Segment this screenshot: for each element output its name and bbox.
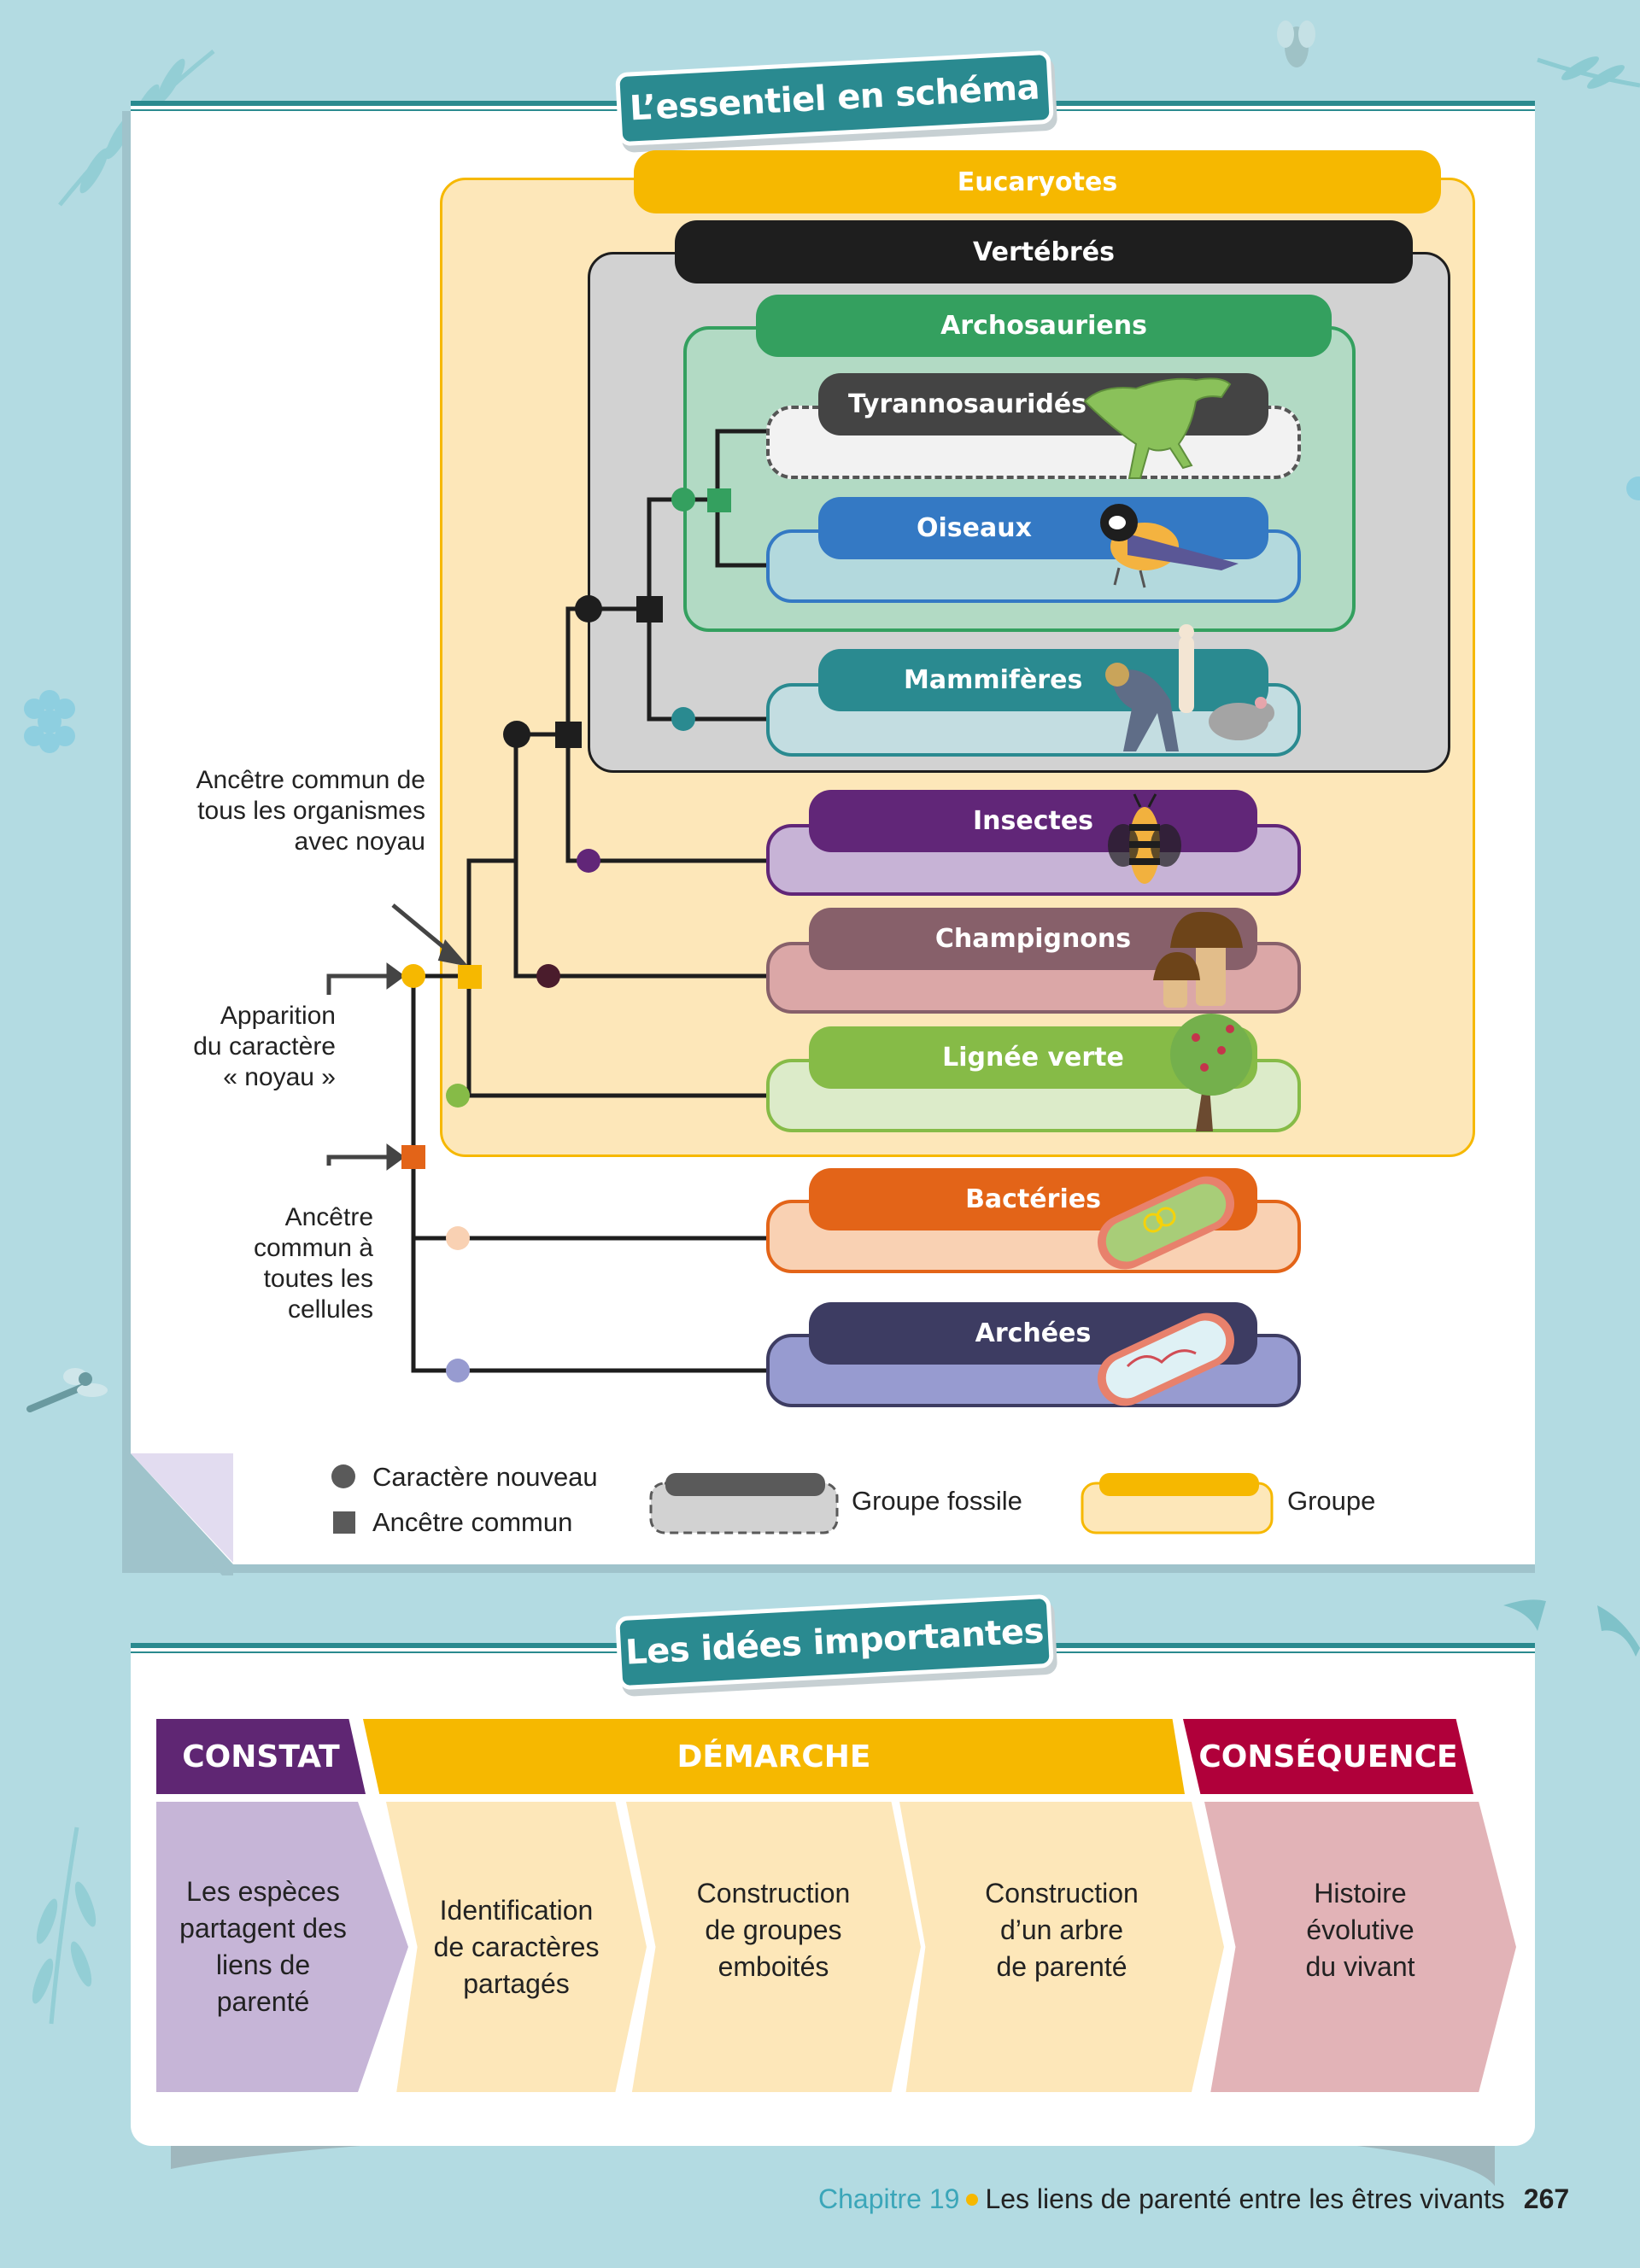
footer-chapter: Chapitre 19	[818, 2183, 960, 2214]
bird-icon	[1100, 504, 1239, 588]
bee-icon	[1108, 793, 1181, 884]
step-line: d’un arbre	[999, 1914, 1124, 1945]
legend-group-pill	[1099, 1473, 1259, 1496]
footer-bullet-icon	[966, 2193, 979, 2206]
arrow-head-icon	[437, 939, 469, 967]
character-node-mammiferes	[671, 707, 695, 731]
annotation-nucleus-appearance: Apparition du caractère « noyau »	[137, 1001, 336, 1093]
ancestor-node-animals	[555, 722, 582, 748]
ancestor-node-archosauriens	[707, 488, 731, 512]
legend-fossil-group: Groupe fossile	[852, 1486, 1022, 1516]
annotation-line: toutes les	[263, 1265, 373, 1293]
legend-square-icon	[333, 1511, 355, 1534]
step-line: partagés	[463, 1967, 570, 1999]
step-line: emboités	[718, 1950, 829, 1982]
character-node-champignons	[536, 964, 560, 988]
annotation-line: tous les organismes	[197, 797, 425, 825]
step-line: évolutive	[1306, 1914, 1414, 1945]
legend-circle-icon	[331, 1464, 355, 1488]
step-line: du vivant	[1305, 1950, 1415, 1982]
annotation-line: avec noyau	[294, 827, 425, 856]
flower-icon	[24, 690, 75, 753]
step-groupes: Construction de groupes emboités	[626, 1802, 921, 2092]
legend-common-ancestor: Ancêtre commun	[372, 1507, 573, 1537]
fern-bottom-icon	[32, 1827, 97, 2025]
group-label-vertebres: Vertébrés	[675, 220, 1413, 284]
dragonfly-icon	[26, 1368, 108, 1412]
step-line: de groupes	[705, 1914, 842, 1945]
fern-right-icon	[1537, 56, 1640, 89]
mammals-icon	[1105, 624, 1274, 751]
step-line: Construction	[696, 1877, 851, 1909]
legend-group: Groupe	[1287, 1486, 1376, 1516]
step-line: de parenté	[996, 1950, 1128, 1982]
step-arbre: Construction d’un arbre de parenté	[899, 1802, 1224, 2092]
group-label-archosauriens: Archosauriens	[756, 295, 1332, 357]
annotation-line: cellules	[287, 1295, 373, 1324]
character-node-insectes	[577, 849, 600, 873]
page-footer: Chapitre 19 Les liens de parenté entre l…	[818, 2183, 1569, 2215]
dinosaur-icon	[1083, 377, 1232, 479]
legend-fossil-pill	[665, 1473, 825, 1496]
bee-decoration-icon	[1277, 20, 1315, 67]
annotation-line: « noyau »	[223, 1063, 336, 1091]
step-identification: Identification de caractères partagés	[386, 1802, 647, 2092]
legend-new-character: Caractère nouveau	[372, 1462, 598, 1492]
character-node-noyau	[401, 964, 425, 988]
annotation-line: Ancêtre	[284, 1203, 373, 1231]
annotation-ancestor-nucleus: Ancêtre commun de tous les organismes av…	[145, 765, 425, 857]
header-consequence: CONSÉQUENCE	[1183, 1719, 1473, 1794]
group-label-eucaryotes: Eucaryotes	[634, 150, 1441, 213]
step-line: Identification	[439, 1894, 594, 1926]
archaea-icon	[1097, 1312, 1235, 1406]
character-node-lignee-verte	[446, 1084, 470, 1108]
page-number: 267	[1523, 2183, 1570, 2214]
step-line: liens de	[215, 1949, 311, 1980]
arrow-head-icon	[386, 1143, 406, 1171]
character-node-archosauriens	[671, 488, 695, 511]
ancestor-node-vertebres	[636, 596, 663, 623]
swallow-icon	[1503, 1599, 1640, 1657]
ancestor-node-eucaryotes	[458, 965, 482, 989]
annotation-line: commun à	[253, 1234, 373, 1262]
character-node-animals	[503, 721, 530, 748]
taxon-label-oiseaux: Oiseaux	[818, 497, 1268, 559]
annotation-line: du caractère	[193, 1032, 336, 1061]
character-node-vertebres	[575, 595, 602, 623]
annotation-arrows	[326, 903, 469, 1171]
arrow-head-icon	[386, 962, 406, 990]
bacterium-icon	[1097, 1176, 1235, 1270]
step-line: Construction	[985, 1877, 1139, 1909]
tree-icon	[1170, 1014, 1252, 1131]
step-line: parenté	[216, 1986, 310, 2017]
annotation-ancestor-cells: Ancêtre commun à toutes les cellules	[171, 1202, 373, 1325]
annotation-line: Ancêtre commun de	[196, 766, 425, 794]
taxon-label-insectes: Insectes	[809, 790, 1257, 852]
step-line: Les espèces	[186, 1876, 340, 1907]
character-node-bacteries	[446, 1226, 470, 1250]
header-demarche: DÉMARCHE	[363, 1719, 1185, 1794]
header-constat: CONSTAT	[156, 1719, 366, 1794]
step-constat: Les espèces partagent des liens de parenté	[156, 1802, 408, 2092]
step-histoire: Histoire évolutive du vivant	[1204, 1802, 1516, 2092]
footer-title: Les liens de parenté entre les êtres viv…	[985, 2183, 1505, 2214]
step-line: de caractères	[433, 1931, 600, 1962]
character-node-archees	[446, 1359, 470, 1382]
mushroom-icon	[1153, 911, 1243, 1008]
step-line: partagent des	[179, 1913, 347, 1944]
ancestor-node-cells	[401, 1145, 425, 1169]
step-line: Histoire	[1314, 1877, 1407, 1909]
flower-right-icon	[1626, 476, 1640, 500]
annotation-line: Apparition	[220, 1002, 336, 1030]
